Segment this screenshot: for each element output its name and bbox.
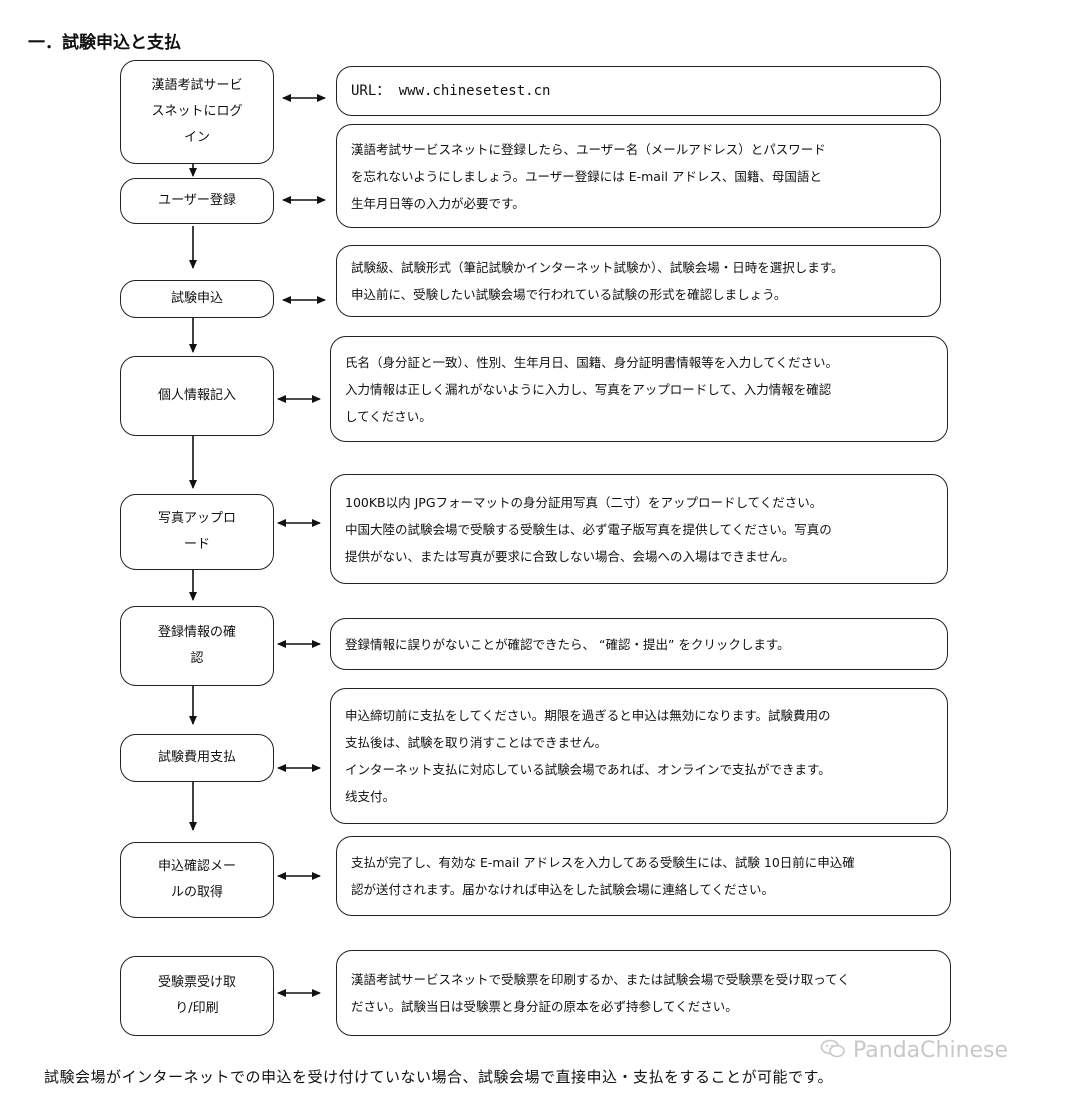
step-exam-application: 試験申込 [120,280,274,318]
step-admission-ticket: 受験票受け取 り/印刷 [120,956,274,1036]
watermark: PandaChinese [820,1038,1008,1063]
desc-user-registration: 漢語考試サービスネットに登録したら、ユーザー名（メールアドレス）とパスワード を… [336,124,941,228]
footer-note: 試験会場がインターネットでの申込を受け付けていない場合、試験会場で直接申込・支払… [44,1068,834,1086]
step-payment: 試験費用支払 [120,734,274,782]
desc-confirmation-mail: 支払が完了し、有効な E-mail アドレスを入力してある受験生には、試験 10… [336,836,951,916]
desc-exam-application: 試験級、試験形式（筆記試験かインターネット試験か）、試験会場・日時を選択します。… [336,245,941,317]
wechat-icon [820,1039,845,1058]
desc-login-url: URL： www.chinesetest.cn [336,66,941,116]
step-confirmation-mail: 申込確認メー ルの取得 [120,842,274,918]
desc-photo-upload: 100KB以内 JPGフォーマットの身分証用写真（二寸）をアップロードしてくださ… [330,474,948,584]
section-heading: 一．試験申込と支払 [28,33,181,53]
watermark-text: PandaChinese [853,1038,1009,1063]
step-login: 漢語考試サービ スネットにログ イン [120,60,274,164]
step-confirm-info: 登録情報の確 認 [120,606,274,686]
step-photo-upload: 写真アップロ ード [120,494,274,570]
step-user-registration: ユーザー登録 [120,178,274,224]
desc-payment: 申込締切前に支払をしてください。期限を過ぎると申込は無効になります。試験費用の … [330,688,948,824]
desc-confirm-info: 登録情報に誤りがないことが確認できたら、 “確認・提出” をクリックします。 [330,618,948,670]
desc-personal-info: 氏名（身分証と一致）、性別、生年月日、国籍、身分証明書情報等を入力してください。… [330,336,948,442]
step-personal-info: 個人情報記入 [120,356,274,436]
desc-admission-ticket: 漢語考試サービスネットで受験票を印刷するか、または試験会場で受験票を受け取ってく… [336,950,951,1036]
